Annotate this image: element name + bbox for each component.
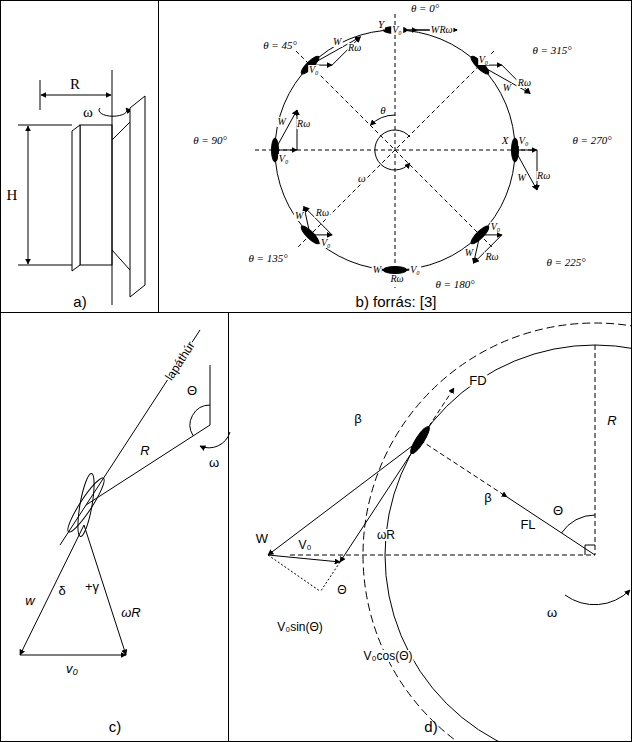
figure-label: θ — [379, 105, 386, 116]
figure-label: ω — [82, 105, 94, 120]
velocity-vector — [297, 110, 298, 150]
figure-label: Y — [377, 19, 385, 30]
figure-label: R — [606, 414, 617, 427]
figure-label: Rω — [517, 78, 532, 88]
figure-label: θ = 270° — [571, 135, 612, 146]
figure-label: W — [277, 117, 287, 127]
figure-label: V₀ — [308, 65, 320, 75]
figure-label: V₀cos(Θ) — [363, 650, 414, 662]
panel-caption: b) forrás: [3] — [356, 294, 437, 309]
figure-label: θ = 135° — [247, 253, 288, 264]
figure-label: V₀ — [320, 238, 332, 248]
figure-label: V₀ — [409, 265, 421, 275]
panel-caption: a) — [73, 294, 86, 309]
velocity-vector — [304, 207, 332, 235]
figure-label: θ = 225° — [545, 257, 586, 268]
figure-label: β — [353, 412, 362, 425]
velocity-vector — [537, 150, 538, 190]
figure-label: FD — [468, 374, 487, 387]
figure-label: W — [517, 173, 527, 183]
figure-label: Θ — [552, 504, 564, 517]
figure-label: W — [255, 532, 269, 545]
figure-label: θ = 90° — [192, 135, 228, 146]
figure-panel: d) — [228, 312, 632, 742]
figure-label: +γ — [84, 580, 100, 593]
figure-label: ω — [357, 173, 367, 184]
figure-label: V₀ — [490, 222, 502, 232]
figure-label: Rω — [536, 171, 551, 181]
figure-label: V₀ — [478, 55, 490, 65]
figure-label: Rω — [485, 252, 500, 262]
figure-label: w — [24, 594, 35, 607]
figure-label: W — [294, 211, 304, 221]
figure-label: Rω — [347, 43, 362, 53]
figure-label: R — [69, 77, 81, 92]
figure-label: θ = 180° — [434, 279, 475, 290]
figure-label: v₀ — [65, 662, 79, 675]
figure-label: Θ — [186, 384, 198, 397]
figure-label: Rω — [389, 274, 404, 284]
velocity-vector — [480, 234, 502, 235]
figure-label: δ — [57, 584, 66, 597]
velocity-vector — [275, 150, 297, 151]
figure-label: X — [501, 135, 510, 146]
figure-label: W — [464, 248, 474, 258]
figure-label: ωR — [376, 529, 396, 541]
figure-label: θ = 45° — [262, 40, 298, 51]
velocity-vector — [310, 234, 332, 235]
figure-label: θ = 315° — [531, 45, 572, 56]
panel-caption: c) — [109, 719, 122, 734]
figure-label: Rω — [438, 25, 453, 35]
figure-label: R — [139, 444, 150, 457]
velocity-triangles — [272, 27, 538, 274]
figure-label: ω — [546, 606, 558, 619]
force-diagram — [268, 323, 631, 741]
velocity-vector — [275, 110, 297, 150]
figure-label: W — [372, 265, 382, 275]
figure-label: lapáthúr — [163, 339, 198, 384]
velocity-vector — [515, 150, 537, 190]
figure-label: Rω — [315, 208, 330, 218]
panel-caption: d) — [424, 719, 437, 734]
velocity-vector — [304, 207, 310, 235]
figure-label: V₀ — [298, 539, 313, 551]
figure-panel: a) — [0, 0, 159, 313]
figure-panel: c) — [0, 312, 229, 742]
figure-label: W — [332, 37, 342, 47]
figure-label: β — [483, 491, 492, 504]
figure-label: W — [502, 83, 512, 93]
figure-label: ω — [208, 456, 220, 469]
rotor-sketch — [18, 70, 145, 305]
blade-section-sketch — [20, 330, 230, 655]
rotation-circle — [255, 14, 535, 288]
figure-label: Rω — [296, 119, 311, 129]
figure-label: FL — [519, 518, 536, 531]
figure-label: θ = 0° — [410, 3, 440, 14]
velocity-vector — [474, 235, 502, 263]
figure-label: W — [430, 25, 440, 35]
velocity-vector — [474, 235, 480, 263]
figure-label: V₀ — [518, 136, 530, 146]
figure-label: H — [6, 188, 19, 203]
figure-label: V₀sin(Θ) — [276, 621, 324, 633]
figure-label: V₀ — [278, 154, 290, 164]
blade-profile — [299, 54, 321, 76]
figure-label: ωR — [120, 606, 142, 619]
velocity-vector — [515, 150, 537, 151]
figure-label: V₀ — [391, 25, 403, 35]
figure-label: Θ — [336, 584, 347, 596]
